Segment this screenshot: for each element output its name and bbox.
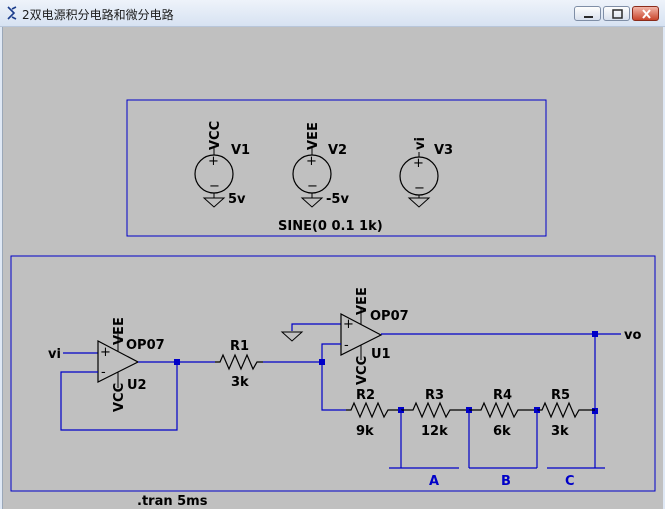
u2-bottom-pin: VCC <box>112 383 127 412</box>
r5-value: 3k <box>551 424 569 439</box>
source-v1[interactable]: + − VCC V1 5v <box>194 121 250 208</box>
u2-top-pin: VEE <box>112 317 127 345</box>
r3-name: R3 <box>425 388 444 403</box>
close-button[interactable] <box>632 6 659 21</box>
svg-text:+: + <box>343 317 354 332</box>
ground-icon <box>280 331 304 342</box>
u1-model: OP07 <box>370 309 409 324</box>
r3-value: 12k <box>421 424 448 439</box>
ground-icon <box>202 197 226 208</box>
r5-name: R5 <box>551 388 570 403</box>
wire <box>291 323 341 331</box>
r1-name: R1 <box>230 339 249 354</box>
spice-directive[interactable]: .tran 5ms <box>137 494 208 509</box>
resistor-r3[interactable]: R3 12k <box>401 388 469 439</box>
ground-icon <box>300 197 324 208</box>
svg-text:−: − <box>307 179 318 194</box>
r4-value: 6k <box>493 424 511 439</box>
v1-net-label: VCC <box>208 121 223 150</box>
ltspice-app-icon <box>7 6 17 20</box>
u2-model: OP07 <box>126 338 165 353</box>
v2-net-label: VEE <box>306 122 321 150</box>
svg-text:+: + <box>306 154 317 169</box>
u1-top-pin: VEE <box>355 287 370 315</box>
r4-name: R4 <box>493 388 512 403</box>
svg-text:-: - <box>101 365 106 380</box>
junction <box>174 359 180 365</box>
v1-name: V1 <box>231 143 250 158</box>
r2-name: R2 <box>356 388 375 403</box>
ground-icon <box>407 197 431 208</box>
v3-name: V3 <box>434 143 453 158</box>
circuit-frame <box>10 255 656 492</box>
minimize-button[interactable] <box>574 6 601 21</box>
opamp-u2[interactable]: + - VEE VCC OP07 U2 <box>97 317 165 412</box>
schematic-canvas[interactable]: + − VCC V1 5v + − VEE V2 -5v <box>2 27 663 509</box>
title-bar[interactable]: 2双电源积分电路和微分电路 <box>0 0 665 27</box>
junction <box>592 408 598 414</box>
bus-a-label: A <box>429 474 439 489</box>
opamp-u1[interactable]: + - VEE VCC OP07 U1 <box>340 287 409 385</box>
restore-icon <box>612 9 623 19</box>
svg-text:+: + <box>413 156 424 171</box>
sources-frame <box>126 99 547 237</box>
svg-text:−: − <box>209 179 220 194</box>
schematic[interactable]: + − VCC V1 5v + − VEE V2 -5v <box>3 27 662 509</box>
svg-text:−: − <box>414 181 425 196</box>
wire <box>60 362 178 431</box>
v2-value: -5v <box>326 192 349 207</box>
r1-value: 3k <box>231 375 249 390</box>
svg-text:-: - <box>344 338 349 353</box>
minimize-icon <box>584 16 593 18</box>
input-net-label: vi <box>48 347 61 362</box>
r2-value: 9k <box>356 424 374 439</box>
bus-c-label: C <box>565 474 575 489</box>
window-title: 2双电源积分电路和微分电路 <box>22 8 174 22</box>
u1-name: U1 <box>371 347 391 362</box>
source-v2[interactable]: + − VEE V2 -5v <box>292 122 349 208</box>
close-icon <box>642 9 651 19</box>
resistor-r4[interactable]: R4 6k <box>469 388 537 439</box>
svg-text:+: + <box>208 154 219 169</box>
u2-name: U2 <box>127 378 147 393</box>
resistor-r2[interactable]: R2 9k <box>346 388 401 439</box>
bus-b-label: B <box>501 474 511 489</box>
v2-name: V2 <box>328 143 347 158</box>
resistor-r5[interactable]: R5 3k <box>537 388 595 439</box>
u1-bottom-pin: VCC <box>355 356 370 385</box>
v1-value: 5v <box>228 192 246 207</box>
svg-text:+: + <box>100 345 111 360</box>
maximize-button[interactable] <box>603 6 630 21</box>
source-v3[interactable]: + − vi V3 SINE(0 0.1 1k) <box>278 137 453 234</box>
wire <box>321 343 346 411</box>
v3-net-label: vi <box>413 137 428 150</box>
resistor-r1[interactable]: R1 3k <box>215 339 263 390</box>
v3-value: SINE(0 0.1 1k) <box>278 219 383 234</box>
output-net-label: vo <box>624 328 641 343</box>
